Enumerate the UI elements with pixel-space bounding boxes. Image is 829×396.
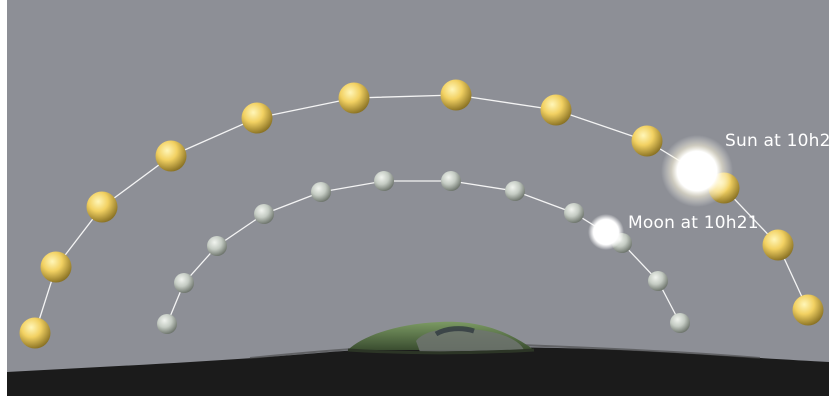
moon-path-marker [564,203,584,223]
sun-path-marker [631,125,663,157]
moon-path-marker [311,182,331,202]
moon-path-marker [157,314,177,334]
sun-path-marker [540,94,572,126]
sun-path-marker [762,229,794,261]
moon-path-marker [505,181,525,201]
moon-path-marker [254,204,274,224]
sun-path-marker [338,82,370,114]
sun-path-marker [440,79,472,111]
mound [347,321,535,355]
sun-path-marker [40,251,72,283]
moon-path-marker [374,171,394,191]
moon-path-marker [670,313,690,333]
moon-path-marker [174,273,194,293]
moon-path-marker [441,171,461,191]
moon-current-position [588,214,624,250]
sun-path-marker [86,191,118,223]
sun-label: Sun at 10h21 [725,131,829,151]
sun-current-position [661,135,733,207]
ground [7,347,829,396]
sun-path-marker [155,140,187,172]
moon-label: Moon at 10h21 [628,213,759,233]
moon-path-marker [207,236,227,256]
sun-path-marker [241,102,273,134]
moon-path-marker [648,271,668,291]
moon-path-markers [157,171,690,334]
sun-path-marker [792,294,824,326]
sun-path-marker [19,317,51,349]
